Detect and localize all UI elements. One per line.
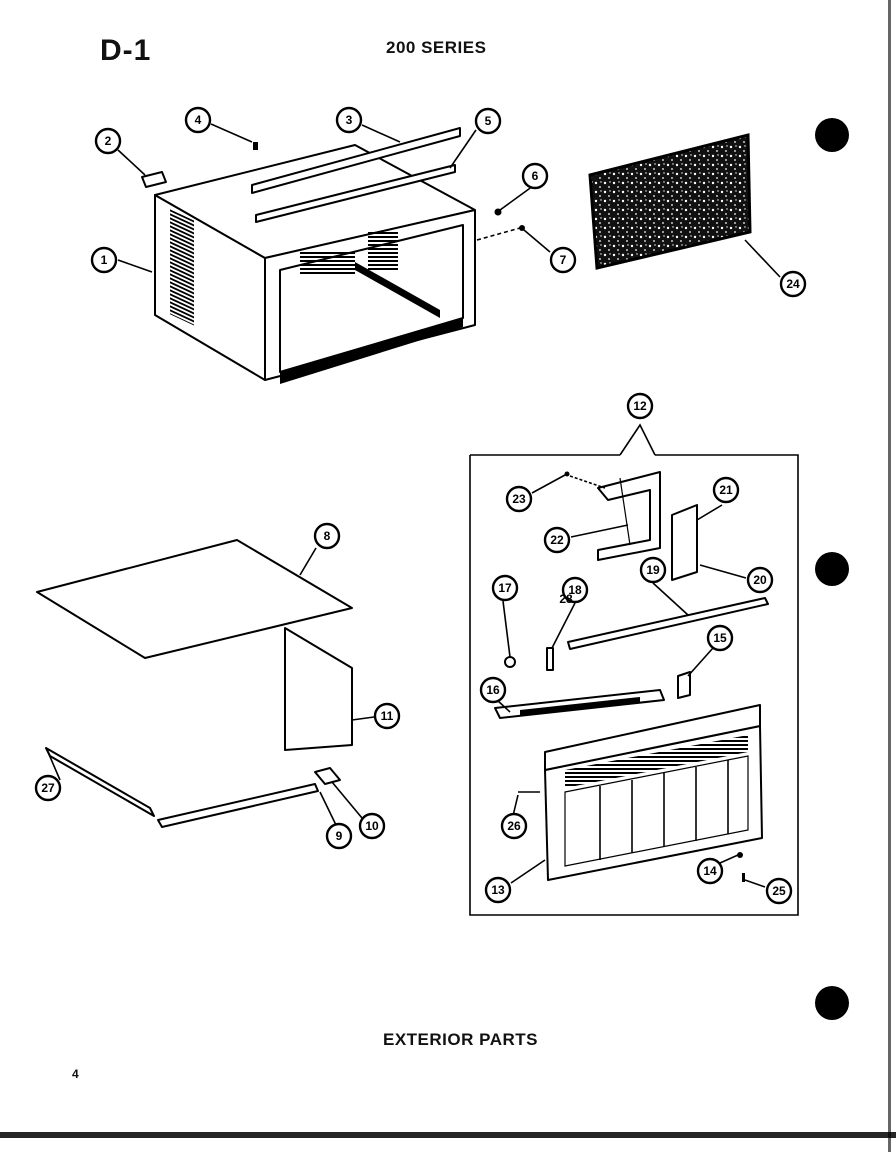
screw-23 [564,471,606,489]
callout-17: 17 [491,574,519,602]
callout-19: 19 [639,556,667,584]
callout-28: 28 [559,592,573,606]
svg-text:6: 6 [532,169,539,183]
svg-text:1: 1 [101,253,108,267]
callout-18: 18 [561,576,589,604]
page-number: 4 [72,1067,80,1081]
callout-16: 16 [479,676,507,704]
assembly-box [469,423,799,916]
filter-24 [588,133,752,270]
svg-text:20: 20 [753,573,767,587]
scan-edge [0,1132,896,1138]
callout-13: 13 [484,876,512,904]
svg-text:11: 11 [381,709,394,723]
callout-5: 5 [474,107,502,135]
callout-20: 20 [746,566,774,594]
tab-15 [677,671,691,699]
rod-19 [567,597,769,650]
top-rail-5 [255,164,456,223]
leader-lines [47,123,781,888]
callout-2: 2 [94,127,122,155]
plate-21 [671,504,698,581]
svg-text:24: 24 [786,277,800,291]
svg-text:2: 2 [105,134,112,148]
svg-text:13: 13 [491,883,505,897]
sheet-code: D-1 [100,34,152,67]
callout-25: 25 [765,877,793,905]
bracket-22 [597,471,661,561]
callout-8: 8 [313,522,341,550]
svg-text:18: 18 [568,583,582,597]
svg-text:9: 9 [336,829,343,843]
callout-23: 23 [505,485,533,513]
front-grille-13 [544,704,763,881]
svg-text:21: 21 [719,483,733,497]
svg-text:19: 19 [646,563,660,577]
svg-text:7: 7 [560,253,567,267]
callout-24: 24 [779,270,807,298]
punch-hole-bottom [815,986,849,1020]
callout-15: 15 [706,624,734,652]
callout-10-lower-left: 10 [358,812,386,840]
callout-11: 11 [373,702,401,730]
callout-26: 26 [500,812,528,840]
svg-text:3: 3 [346,113,353,127]
svg-text:12: 12 [633,399,647,413]
right-edge [888,0,891,1152]
svg-text:23: 23 [512,492,526,506]
svg-text:15: 15 [713,631,727,645]
screw-4 [253,142,258,150]
callout-6: 6 [521,162,549,190]
clip-18 [546,647,554,671]
svg-text:28: 28 [559,592,573,606]
screws-14-25 [737,852,745,882]
punch-hole-top [815,118,849,152]
svg-text:22: 22 [550,533,564,547]
louvre-16 [494,689,665,719]
callout-22: 22 [543,526,571,554]
svg-text:14: 14 [703,864,717,878]
callout-27: 27 [34,774,62,802]
bracket-2 [141,171,167,188]
svg-text:25: 25 [772,884,786,898]
callout-1: 1 [90,246,118,274]
series-title: 200 SERIES [386,38,487,57]
punch-hole-middle [815,552,849,586]
svg-text:4: 4 [195,113,202,127]
cabinet [154,144,476,384]
svg-text:16: 16 [486,683,500,697]
top-rail-3 [251,127,461,194]
callout-4: 4 [184,106,212,134]
block-10 [314,767,341,785]
callout-12: 12 [626,392,654,420]
callout-14: 14 [696,857,724,885]
rail-9 [157,783,319,828]
callout-21: 21 [712,476,740,504]
callout-9: 9 [325,822,353,850]
diagram-caption: EXTERIOR PARTS [383,1030,538,1049]
svg-text:27: 27 [41,781,55,795]
svg-text:5: 5 [485,114,492,128]
svg-text:17: 17 [498,581,512,595]
callout-3: 3 [335,106,363,134]
rail-27 [45,747,155,817]
svg-text:26: 26 [507,819,521,833]
side-panel-11 [284,627,353,751]
svg-text:10: 10 [365,819,379,833]
small-parts-6-7 [476,208,525,241]
svg-text:8: 8 [324,529,331,543]
top-panel-8 [36,539,353,659]
knob-17 [504,656,516,668]
callout-7: 7 [549,246,577,274]
